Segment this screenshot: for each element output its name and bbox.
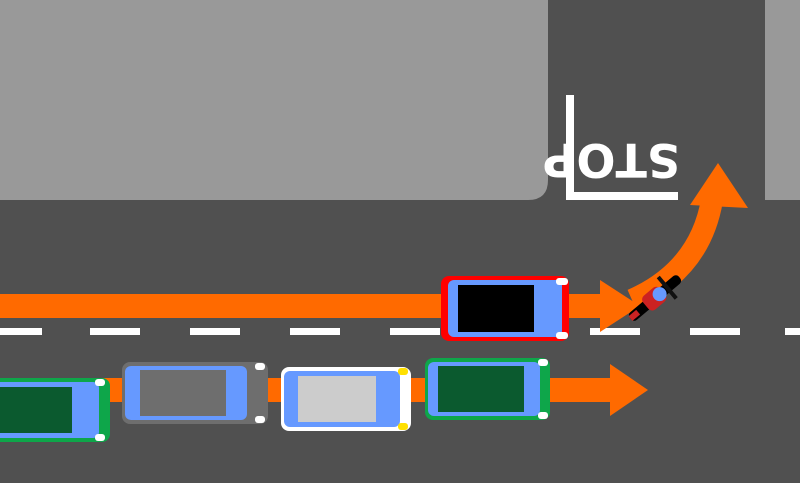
stop-line-marking: STOP bbox=[543, 95, 680, 200]
motorcycle bbox=[628, 275, 682, 321]
white-car bbox=[281, 367, 411, 431]
green-car-rear bbox=[0, 378, 110, 442]
green-car-front bbox=[425, 358, 550, 420]
sidewalk-block-left bbox=[0, 0, 548, 200]
stop-text: STOP bbox=[543, 133, 680, 187]
red-car bbox=[441, 276, 569, 341]
right-turn-arrow bbox=[627, 163, 748, 311]
sidewalk-block-right bbox=[765, 0, 800, 200]
gray-car bbox=[122, 362, 268, 424]
